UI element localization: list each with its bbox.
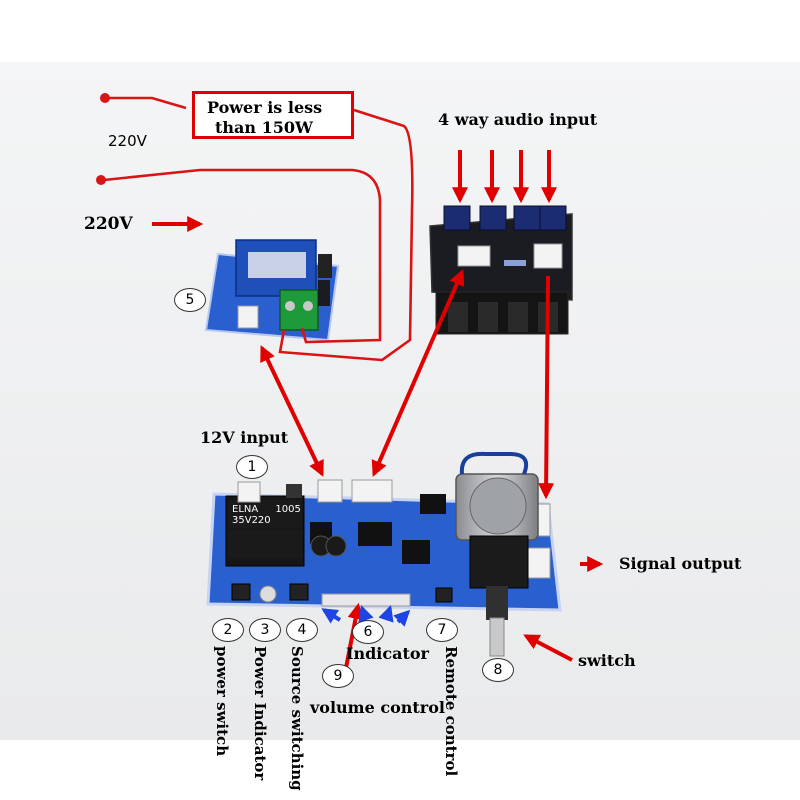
- callout-8: 8: [482, 658, 514, 682]
- arrow-audio-to-board: [538, 275, 555, 500]
- remote-control-label: Remote control: [442, 646, 460, 777]
- callout-6: 6: [352, 620, 384, 644]
- ic-chip: [358, 522, 392, 546]
- mains-label-bottom: 220V: [84, 214, 133, 234]
- capacitor-rating: 35V220: [232, 515, 271, 526]
- photo-background: [0, 62, 800, 740]
- mains-terminal-top: [100, 93, 110, 103]
- potentiometer-shaft: [489, 617, 505, 657]
- audio-input-label: 4 way audio input: [438, 110, 598, 129]
- audio-bus-connector: [351, 479, 393, 503]
- power-limit-line2: than 150W: [215, 118, 313, 137]
- screw-terminal: [279, 289, 319, 331]
- switch-label: switch: [578, 651, 636, 670]
- capacitor-label: ELNA 1005 35V220: [232, 504, 301, 526]
- double-arrows: [260, 269, 465, 477]
- capacitor-brand: ELNA: [232, 504, 259, 515]
- callout-1: 1: [236, 455, 268, 479]
- audio-input-connector: [457, 245, 491, 267]
- relay-module: [204, 239, 340, 342]
- power-input-connector: [237, 481, 261, 503]
- callout-4: 4: [286, 618, 318, 642]
- relay-control-connector: [317, 479, 343, 503]
- power-switch-label: power switch: [213, 646, 231, 757]
- capacitor-code: 1005: [275, 504, 301, 515]
- volume-control-label: volume control: [310, 698, 445, 717]
- power-limit-line1: Power is less: [207, 98, 323, 117]
- power-limit-box: Power is less than 150W: [192, 91, 354, 139]
- callout-9: 9: [322, 664, 354, 688]
- source-switching-label: Source switching: [288, 646, 306, 791]
- arrow-audio-link: [371, 269, 465, 477]
- relay-connector: [237, 305, 259, 329]
- arrow-relay-link: [260, 345, 324, 477]
- arrow-switch: [523, 634, 573, 662]
- audio-output-connector: [533, 243, 563, 269]
- audio-input-board: [429, 205, 573, 335]
- indicator-led-strip: [321, 593, 411, 607]
- ir-receiver: [435, 587, 453, 603]
- dc-input-label: 12V input: [200, 428, 289, 447]
- source-switch: [289, 583, 309, 601]
- red-arrows: [152, 150, 604, 669]
- callout-2: 2: [212, 618, 244, 642]
- power-led: [259, 585, 277, 603]
- mains-label-top: 220V: [108, 132, 147, 150]
- indicator-label: Indicator: [346, 644, 429, 663]
- callout-7: 7: [426, 618, 458, 642]
- volume-potentiometer: [455, 451, 539, 657]
- signal-output-label: Signal output: [619, 554, 742, 573]
- callout-3: 3: [249, 618, 281, 642]
- mains-terminal-bottom: [96, 175, 106, 185]
- arrow-volume: [344, 602, 364, 669]
- callout-5: 5: [174, 288, 206, 312]
- indicator-arrows: [321, 604, 411, 627]
- power-switch: [231, 583, 251, 601]
- power-indicator-label: Power Indicator: [251, 646, 269, 781]
